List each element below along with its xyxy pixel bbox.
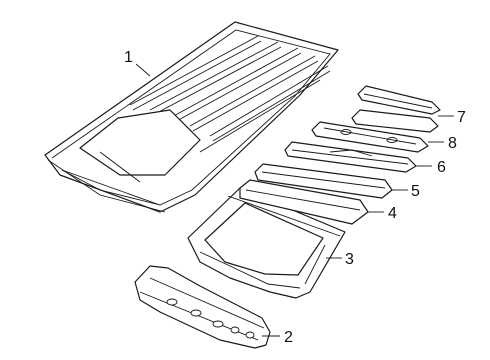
roof-bow-8 xyxy=(311,121,429,153)
leader-lines xyxy=(135,63,454,337)
roof-panel xyxy=(44,21,339,213)
front-header xyxy=(134,265,271,349)
callout-7: 7 xyxy=(457,109,466,126)
callout-8: 8 xyxy=(448,135,457,152)
callout-3: 3 xyxy=(345,251,354,268)
callout-1: 1 xyxy=(124,49,133,66)
callout-4: 4 xyxy=(388,205,397,222)
callout-6: 6 xyxy=(437,159,446,176)
sunroof-frame xyxy=(187,187,346,299)
roof-bow-7 xyxy=(351,85,441,133)
callout-2: 2 xyxy=(284,329,293,346)
callout-5: 5 xyxy=(411,183,420,200)
